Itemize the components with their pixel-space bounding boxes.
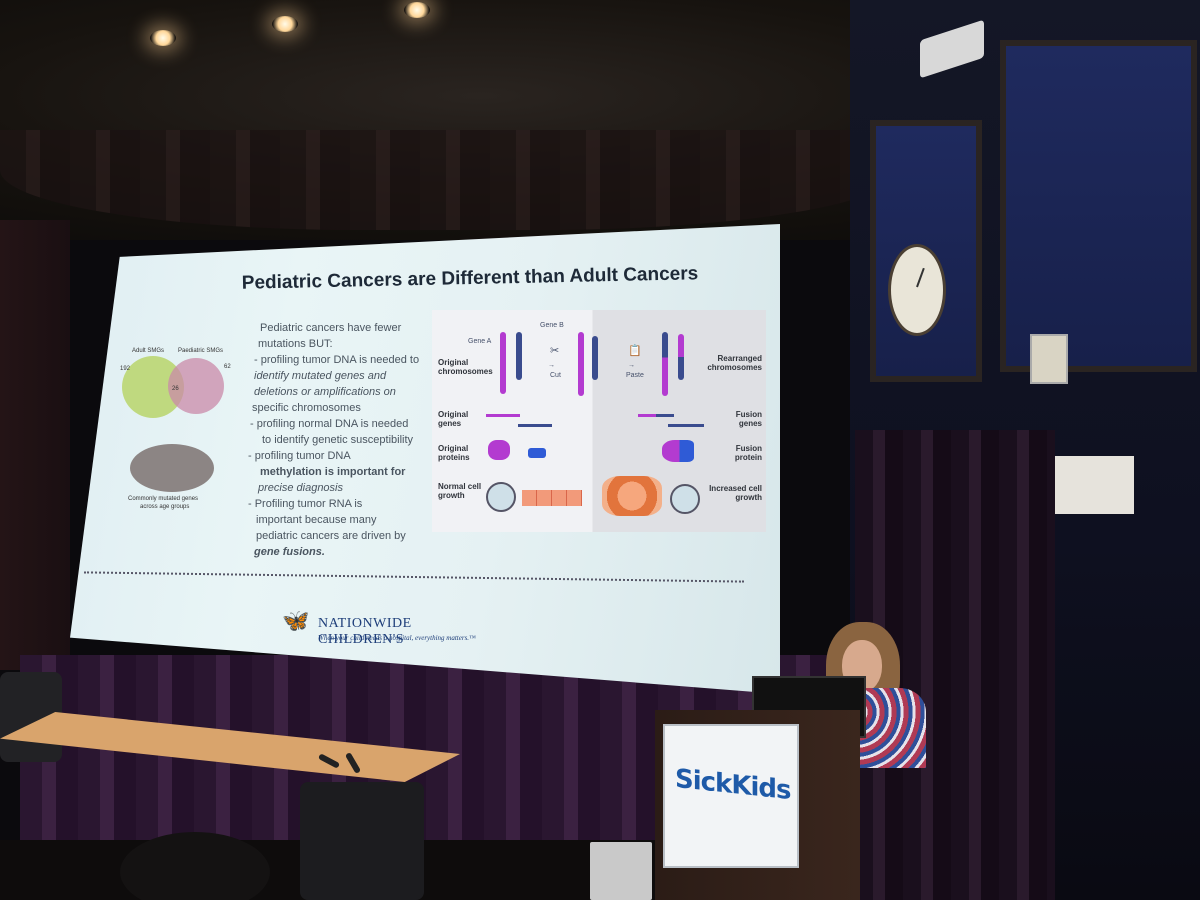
bullet-normal-dna: to identify genetic susceptibility	[262, 434, 414, 446]
cut-arrow-icon: →	[548, 362, 555, 369]
chromosome	[592, 336, 598, 380]
original-genes-label: Original genes	[438, 410, 469, 428]
chromosome	[662, 332, 668, 396]
rearranged-chromosomes-label: Rearranged chromosomes	[707, 354, 762, 372]
scissors-icon: ✂	[550, 345, 560, 357]
normal-growth-label: Normal cell growth	[438, 482, 482, 500]
tumor-cells-cluster	[602, 476, 662, 516]
bullet-tumor-dna: specific chromosomes	[252, 402, 361, 414]
paste-arrow-icon: →	[628, 362, 635, 369]
original-chromosomes-label: Original chromosomes	[438, 358, 493, 376]
fusion-genes-label: Fusion genes	[735, 410, 762, 428]
normal-cells-row	[522, 490, 582, 506]
venn-diagram: Adult SMGs Paediatric SMGs 192 62 26 Com…	[120, 344, 242, 534]
bullet-methylation: - profiling tumor DNA	[248, 450, 351, 462]
protein-a-shape	[488, 440, 510, 460]
bullet-methylation: precise diagnosis	[258, 482, 343, 494]
logo-tagline: When your child needs a hospital, everyt…	[318, 634, 476, 642]
chromosome	[578, 332, 584, 396]
chromosome	[678, 334, 684, 380]
fusion-gene-bar	[638, 414, 674, 417]
fusion-protein-label: Fusion protein	[734, 444, 762, 462]
sickkids-logo-text: SickKids	[675, 763, 791, 807]
gene-fusion-figure: Gene A Gene B Original chromosomes ✂ → C…	[432, 310, 766, 532]
gauge-icon	[670, 484, 700, 514]
bullet-tumor-dna: deletions or amplifications on	[254, 386, 396, 398]
fusion-gene-bar	[668, 424, 704, 427]
original-proteins-label: Original proteins	[438, 444, 470, 462]
venn-right-label: Paediatric SMGs	[178, 348, 224, 354]
left-wall	[0, 220, 70, 670]
gene-b-bar	[518, 424, 552, 427]
bullet-tumor-rna: gene fusions.	[254, 546, 325, 558]
gene-a-label: Gene A	[468, 338, 492, 345]
logo-name: NATIONWIDE CHILDREN'S	[318, 616, 412, 647]
bullet-normal-dna: - profiling normal DNA is needed	[250, 418, 409, 430]
podium-sign: SickKids	[663, 724, 799, 868]
wall-clock	[888, 244, 946, 336]
venn-right-count: 62	[224, 364, 231, 370]
wall-panel	[870, 120, 982, 382]
bullet-intro: Pediatric cancers have fewer	[260, 322, 402, 334]
chair	[300, 782, 424, 900]
paste-label: Paste	[626, 372, 644, 379]
venn-common-ellipse	[130, 444, 214, 492]
butterfly-logo-icon: 🦋	[282, 608, 310, 633]
gauge-icon	[486, 482, 516, 512]
podium: SickKids	[655, 710, 860, 900]
slide-title: Pediatric Cancers are Different than Adu…	[241, 263, 699, 294]
projection-screen: Pediatric Cancers are Different than Adu…	[70, 224, 780, 694]
protein-b-shape	[528, 448, 546, 458]
fusion-protein-shape	[662, 440, 694, 462]
venn-left-count: 192	[120, 366, 131, 372]
bullet-intro: mutations BUT:	[258, 338, 333, 350]
ceiling-light	[404, 2, 430, 18]
clock-hand	[916, 267, 925, 288]
slide-bullets: Pediatric cancers have fewer mutations B…	[248, 320, 438, 560]
cut-label: Cut	[550, 372, 561, 379]
ceiling-light	[150, 30, 176, 46]
venn-left-label: Adult SMGs	[132, 348, 165, 354]
slide-footer-divider	[84, 571, 744, 583]
wall-panel	[1000, 40, 1197, 372]
bullet-tumor-rna: important because many	[256, 514, 377, 526]
chromosome	[516, 332, 522, 380]
gene-a-bar	[486, 414, 520, 417]
nationwide-childrens-logo: 🦋 NATIONWIDE CHILDREN'S When your child …	[282, 604, 482, 652]
trash-bin	[590, 842, 652, 900]
venn-overlap-count: 26	[172, 386, 179, 392]
venn-caption: across age groups	[140, 504, 190, 510]
venn-caption: Commonly mutated genes	[128, 496, 199, 502]
clipboard-icon: 📋	[628, 345, 642, 357]
increased-growth-label: Increased cell growth	[709, 484, 762, 502]
wall-speaker	[1030, 334, 1068, 384]
ceiling-light	[272, 16, 298, 32]
audience-head	[120, 832, 270, 900]
bullet-tumor-dna: - profiling tumor DNA is needed to	[254, 354, 420, 366]
bullet-tumor-rna: pediatric cancers are driven by	[256, 530, 406, 542]
chromosome	[500, 332, 506, 394]
venn-paediatric-circle	[168, 358, 224, 414]
bullet-tumor-dna: identify mutated genes and	[254, 370, 387, 382]
bullet-methylation: methylation is important for	[260, 466, 406, 478]
bullet-tumor-rna: - Profiling tumor RNA is	[248, 498, 363, 510]
curtain-valance	[0, 130, 900, 230]
gene-b-label: Gene B	[540, 322, 564, 329]
